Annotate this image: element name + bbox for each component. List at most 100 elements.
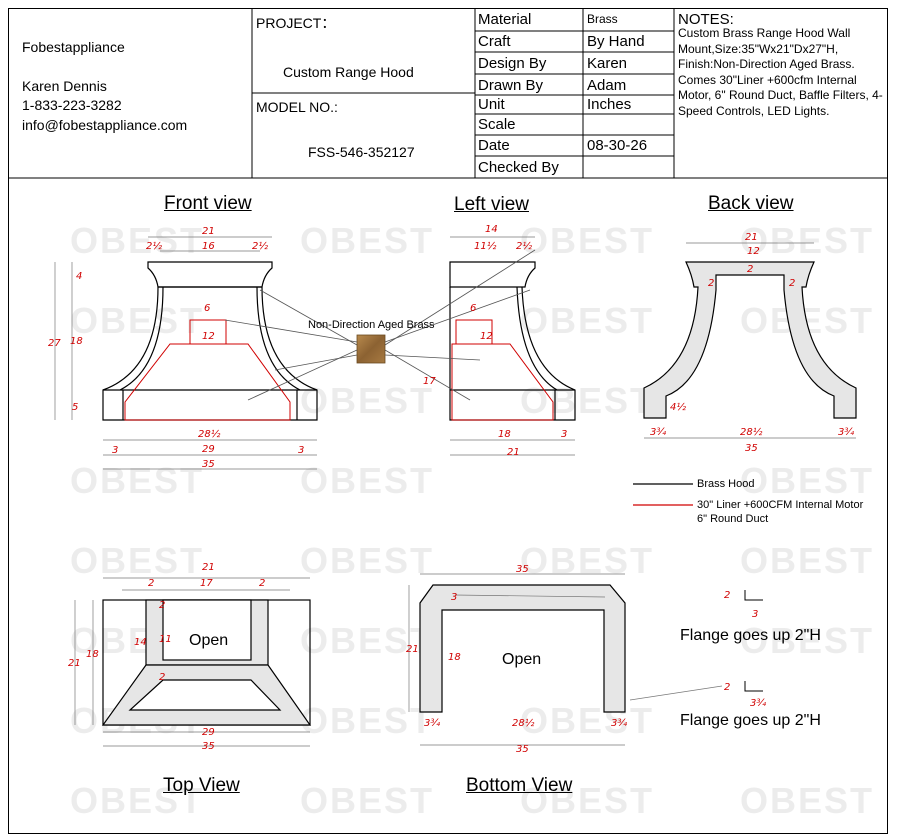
company-name: Fobestappliance (22, 39, 125, 55)
project-name: Custom Range Hood (283, 64, 414, 80)
flange-details (744, 590, 763, 692)
dim-label: 2 (708, 278, 714, 289)
dim-label: 3¾ (838, 427, 854, 438)
notes-title: NOTES: (678, 11, 734, 28)
watermark: OBEST (300, 220, 435, 261)
dim-label: 35 (516, 744, 529, 755)
dim-label: 29 (202, 727, 215, 738)
dim-label: 2 (747, 264, 753, 275)
watermark: OBEST (740, 620, 875, 661)
watermark: OBEST (70, 460, 205, 501)
watermark: OBEST (300, 460, 435, 501)
spec-value: Brass (587, 12, 618, 26)
watermark: OBEST (70, 540, 205, 581)
dim-label: 2½ (252, 240, 268, 252)
dim-label: 18 (498, 429, 511, 440)
dimension-labels: 21 16 2½ 2½ 4 27 18 5 6 12 28½ 29 35 3 3… (48, 224, 854, 755)
spec-label: Date (478, 137, 510, 154)
watermark: OBEST (300, 700, 435, 741)
dim-label: 3 (451, 592, 457, 603)
dim-label: 35 (516, 564, 529, 575)
bottom-view-drawing (419, 584, 626, 713)
dim-label: 11 (159, 634, 172, 645)
dim-label: 28½ (198, 428, 221, 440)
dim-label: 21 (68, 658, 81, 669)
bottom-view-title: Bottom View (466, 775, 573, 796)
watermark: OBEST (300, 620, 435, 661)
notes-text: Custom Brass Range Hood Wall Mount,Size:… (678, 26, 883, 118)
project-label: PROJECT： (256, 15, 336, 31)
dim-label: 17 (200, 578, 213, 589)
dim-label: 28½ (740, 426, 763, 438)
dim-label: 2 (789, 278, 795, 289)
drawing-frame (8, 8, 888, 834)
spec-label: Unit (478, 96, 505, 113)
model-label: MODEL NO.: (256, 99, 338, 115)
watermark: OBEST (300, 380, 435, 421)
spec-value: 08-30-26 (587, 137, 648, 154)
dim-label: 35 (202, 459, 215, 470)
dim-label: 2 (159, 672, 165, 683)
watermark: OBEST (740, 780, 875, 821)
dim-label: 3 (298, 445, 304, 456)
watermark: OBEST (740, 220, 875, 261)
dim-label: 29 (202, 444, 215, 455)
dim-label: 2 (724, 590, 730, 601)
dim-label: 3¾ (424, 718, 440, 729)
dim-label: 27 (48, 338, 61, 349)
dim-label: 2 (148, 578, 154, 589)
dim-label: 4 (76, 271, 82, 282)
dim-label: 2½ (146, 240, 162, 252)
dim-label: 16 (202, 241, 215, 252)
watermark: OBEST (300, 540, 435, 581)
dim-label: 12 (480, 331, 493, 342)
dim-label: 12 (747, 246, 760, 257)
dim-label: 2 (724, 682, 730, 693)
dim-label: 17 (423, 376, 436, 387)
dim-label: 18 (86, 649, 99, 660)
dim-label: 2 (159, 600, 165, 611)
model-number: FSS-546-352127 (308, 144, 415, 160)
watermark: OBEST (300, 780, 435, 821)
top-view-drawing (101, 599, 312, 726)
watermark: OBEST (70, 220, 205, 261)
top-open-label: Open (189, 632, 228, 649)
finish-swatch (356, 334, 386, 364)
dim-label: 4½ (670, 401, 686, 413)
contact-phone: 1-833-223-3282 (22, 97, 122, 113)
legend-duct-label: 6" Round Duct (697, 513, 768, 525)
dim-label: 3¾ (611, 718, 627, 729)
dim-label: 3 (752, 609, 758, 620)
legend-hood-label: Brass Hood (697, 478, 754, 490)
dim-label: 3¾ (650, 427, 666, 438)
spec-label: Checked By (478, 159, 559, 176)
dim-label: 14 (134, 637, 147, 648)
flange-label-bottom: Flange goes up 2"H (680, 712, 821, 729)
watermark: OBEST (520, 780, 655, 821)
front-view-liner (124, 319, 291, 421)
spec-label: Material (478, 11, 532, 28)
dim-label: 5 (72, 402, 78, 413)
dim-label: 21 (507, 447, 520, 458)
spec-value: By Hand (587, 33, 645, 50)
contact-email: info@fobestappliance.com (22, 117, 188, 133)
dim-label: 28½ (512, 717, 535, 729)
dim-label: 18 (448, 652, 461, 663)
dim-label: 2½ (516, 240, 532, 252)
watermark: OBEST (70, 300, 205, 341)
bottom-open-label: Open (502, 651, 541, 668)
watermark: OBEST (520, 700, 655, 741)
dim-label: 18 (70, 336, 83, 347)
dim-label: 3 (112, 445, 118, 456)
watermark: OBEST (520, 220, 655, 261)
dim-label: 35 (745, 443, 758, 454)
spec-label: Design By (478, 55, 547, 72)
left-view-drawing (449, 261, 576, 421)
dim-label: 6 (470, 303, 476, 314)
spec-value: Adam (587, 77, 627, 94)
finish-label: Non-Direction Aged Brass (308, 319, 435, 331)
flange-label-top: Flange goes up 2"H (680, 627, 821, 644)
dim-label: 35 (202, 741, 215, 752)
